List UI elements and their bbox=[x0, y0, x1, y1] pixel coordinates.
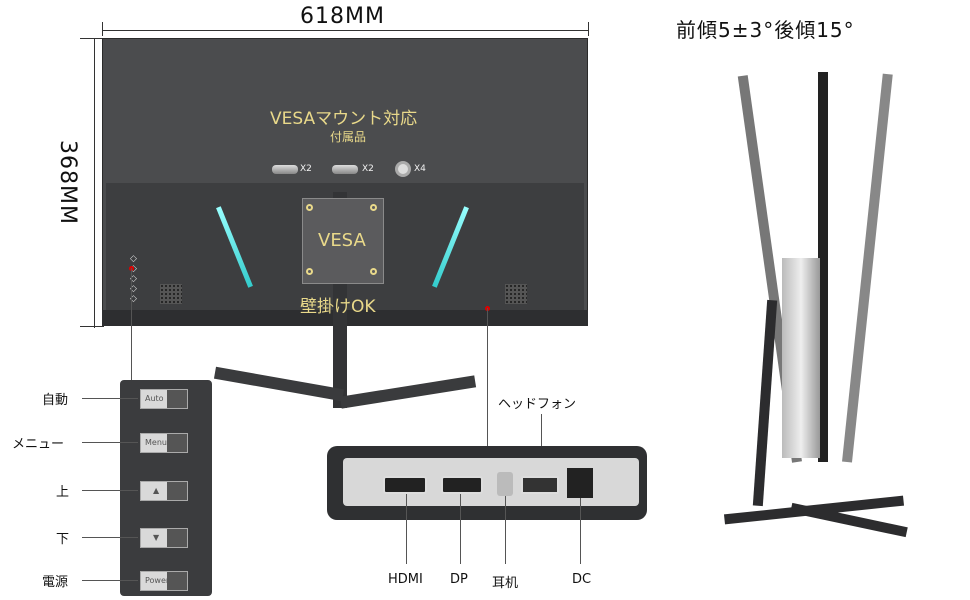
speaker-grille-left bbox=[160, 284, 182, 304]
accessory-count: X2 bbox=[300, 164, 312, 174]
height-tick-top bbox=[80, 38, 104, 39]
headphone-jack-icon bbox=[497, 472, 513, 496]
button-cap bbox=[167, 572, 187, 590]
speaker-grille-right bbox=[505, 284, 527, 304]
power-button[interactable]: Power bbox=[140, 571, 188, 591]
screw-icon bbox=[272, 165, 298, 174]
menu-button-caption: Menu bbox=[145, 438, 167, 447]
button-cap bbox=[167, 434, 187, 452]
accessories-label: 付属品 bbox=[330, 130, 367, 144]
stand-foot-right bbox=[339, 375, 477, 409]
displayport-icon bbox=[441, 476, 483, 494]
earphone-label: 耳机 bbox=[492, 576, 519, 591]
earphone-leader-line bbox=[505, 496, 506, 564]
height-dimension-label: 368MM bbox=[55, 140, 80, 225]
monitor-side-buttons: ◇◇◇◇◇ bbox=[130, 254, 137, 304]
auto-button[interactable]: Auto bbox=[140, 389, 188, 409]
button-leader bbox=[82, 490, 138, 491]
tilt-range-label: 前傾5±3°後傾15° bbox=[676, 18, 855, 42]
usb-port-icon bbox=[521, 476, 559, 494]
stand-foot-left bbox=[213, 366, 345, 402]
auto-button-caption: Auto bbox=[145, 394, 164, 403]
button-cap bbox=[167, 482, 187, 500]
button-label-up: 上 bbox=[56, 485, 70, 500]
headphone-label: ヘッドフォン bbox=[498, 397, 577, 412]
power-button-caption: Power bbox=[145, 576, 170, 585]
button-cap bbox=[167, 529, 187, 547]
width-tick-right bbox=[588, 22, 589, 36]
vesa-plate-label: VESA bbox=[318, 230, 366, 251]
button-label-power: 電源 bbox=[42, 575, 69, 590]
accessory-count: X4 bbox=[414, 164, 426, 174]
vesa-hole bbox=[306, 268, 313, 275]
vesa-hole bbox=[306, 204, 313, 211]
headphone-leader-line bbox=[541, 414, 542, 474]
dc-leader-line bbox=[580, 498, 581, 564]
menu-button[interactable]: Menu bbox=[140, 433, 188, 453]
down-button[interactable]: ▼ bbox=[140, 528, 188, 548]
button-leader bbox=[82, 580, 138, 581]
height-tick-bottom bbox=[80, 326, 104, 327]
dp-leader-line bbox=[460, 494, 461, 564]
dp-label: DP bbox=[450, 572, 468, 587]
dc-power-jack-icon bbox=[567, 468, 593, 498]
washer-icon bbox=[395, 161, 411, 177]
up-arrow-icon: ▲ bbox=[153, 486, 160, 495]
vesa-hole bbox=[370, 204, 377, 211]
width-dimension-line bbox=[102, 30, 588, 31]
accessory-count: X2 bbox=[362, 164, 374, 174]
up-button[interactable]: ▲ bbox=[140, 481, 188, 501]
button-leader bbox=[82, 398, 138, 399]
button-leader bbox=[82, 442, 138, 443]
width-dimension-label: 618MM bbox=[300, 4, 385, 29]
button-leader bbox=[82, 537, 138, 538]
hdmi-leader-line bbox=[406, 494, 407, 564]
buttons-leader-line bbox=[131, 268, 132, 380]
vesa-mount-title: VESAマウント対応 bbox=[270, 109, 418, 129]
button-label-auto: 自動 bbox=[42, 393, 69, 408]
dc-label: DC bbox=[572, 572, 592, 587]
tilt-forward-position bbox=[842, 73, 893, 463]
stand-body bbox=[782, 258, 820, 458]
button-cap bbox=[167, 390, 187, 408]
button-label-down: 下 bbox=[56, 532, 70, 547]
vesa-hole bbox=[370, 268, 377, 275]
button-label-menu: メニュー bbox=[12, 437, 65, 452]
wall-mount-label: 壁掛けOK bbox=[300, 297, 376, 317]
down-arrow-icon: ▼ bbox=[153, 533, 160, 542]
hdmi-label: HDMI bbox=[388, 572, 423, 587]
ports-leader-line bbox=[487, 308, 488, 446]
screw-icon bbox=[332, 165, 358, 174]
tilt-neutral-position bbox=[818, 72, 828, 462]
height-dimension-line bbox=[94, 38, 95, 328]
stand-side-arm bbox=[752, 299, 778, 507]
width-tick-left bbox=[102, 22, 103, 36]
hdmi-port-icon bbox=[383, 476, 427, 494]
